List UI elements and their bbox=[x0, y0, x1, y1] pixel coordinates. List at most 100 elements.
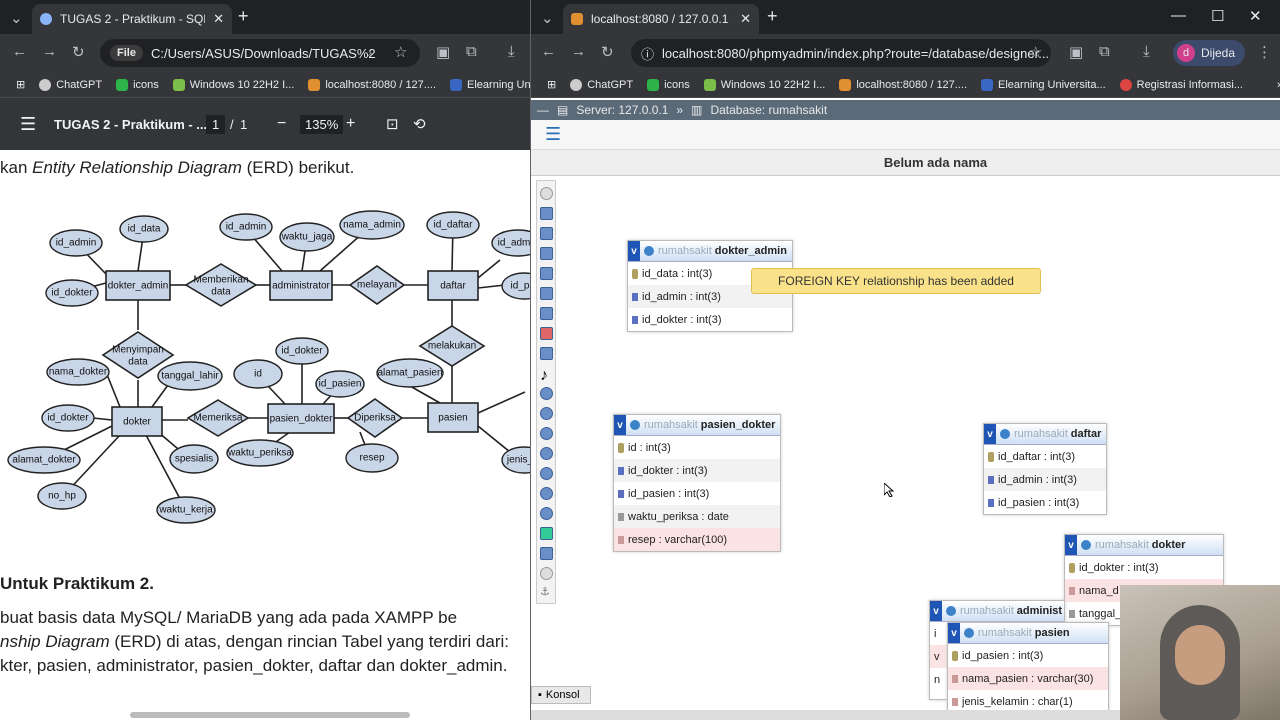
hamburger-menu-icon[interactable]: ☰ bbox=[545, 124, 562, 144]
toggle-icon[interactable]: v bbox=[984, 424, 996, 444]
new-tab-icon[interactable]: + bbox=[238, 6, 249, 26]
address-bar[interactable]: ⓘ localhost:8080/phpmyadmin/index.php?ro… bbox=[631, 39, 1051, 67]
save-icon[interactable] bbox=[540, 287, 553, 300]
table-row[interactable]: id_daftar : int(3) bbox=[984, 445, 1106, 468]
apps-icon[interactable]: ⊞ bbox=[547, 79, 557, 91]
breadcrumb-server[interactable]: Server: 127.0.0.1 bbox=[576, 103, 669, 117]
table-row[interactable]: id : int(3) bbox=[614, 436, 780, 459]
eye-icon[interactable] bbox=[630, 420, 640, 430]
kebab-menu-icon[interactable]: ⋮ bbox=[1257, 44, 1272, 61]
save-as-icon[interactable] bbox=[540, 307, 553, 320]
add-table-icon[interactable] bbox=[540, 227, 553, 240]
address-bar[interactable]: File C:/Users/ASUS/Downloads/TUGAS%2 bbox=[100, 39, 420, 67]
tab-search-icon[interactable]: ⌄ bbox=[10, 10, 23, 27]
collapse-icon[interactable]: — bbox=[537, 103, 549, 117]
maximize-icon[interactable]: ☐ bbox=[1211, 8, 1225, 25]
tab-phpmyadmin[interactable]: localhost:8080 / 127.0.0.1 / rum ✕ bbox=[563, 4, 759, 34]
table-row[interactable]: tanggal_ bbox=[1065, 602, 1223, 625]
eye-icon[interactable] bbox=[1000, 429, 1010, 439]
close-icon[interactable]: ✕ bbox=[740, 11, 751, 26]
pin-icon[interactable]: ⚓ bbox=[540, 586, 550, 598]
reload-icon[interactable]: ↻ bbox=[72, 44, 85, 61]
eye-icon[interactable] bbox=[964, 628, 974, 638]
forward-icon[interactable]: → bbox=[571, 43, 586, 60]
toggle-small-big-icon[interactable] bbox=[540, 487, 553, 500]
delete-page-icon[interactable] bbox=[540, 327, 553, 340]
zoom-in-icon[interactable]: + bbox=[346, 115, 356, 132]
table-row[interactable]: id_pasien : int(3) bbox=[984, 491, 1106, 514]
table-row[interactable]: i bbox=[934, 627, 937, 640]
extensions-icon[interactable]: ⧉ bbox=[1099, 43, 1110, 60]
rotate-icon[interactable]: ⟲ bbox=[413, 116, 426, 133]
window-close-icon[interactable]: ✕ bbox=[1249, 8, 1262, 25]
table-row[interactable]: id_dokter : int(3) bbox=[614, 459, 780, 482]
bookmark-windows[interactable]: Windows 10 22H2 I... bbox=[703, 78, 825, 91]
eye-icon[interactable] bbox=[1081, 540, 1091, 550]
eye-icon[interactable] bbox=[946, 606, 956, 616]
picture-in-picture-icon[interactable]: ▣ bbox=[1069, 44, 1084, 61]
toggle-icon[interactable]: v bbox=[948, 623, 960, 643]
bookmark-localhost[interactable]: localhost:8080 / 127.... bbox=[308, 78, 436, 91]
minimize-icon[interactable]: — bbox=[1171, 7, 1186, 24]
bookmark-icons[interactable]: icons bbox=[647, 78, 690, 91]
toggle-icon[interactable]: v bbox=[628, 241, 640, 261]
bookmark-chatgpt[interactable]: ChatGPT bbox=[39, 78, 102, 91]
toggle-relation-lines-icon[interactable] bbox=[540, 507, 553, 520]
table-row[interactable]: id_dokter : int(3) bbox=[1065, 556, 1223, 579]
new-page-icon[interactable] bbox=[540, 247, 553, 260]
page-number-input[interactable]: 1 bbox=[206, 114, 226, 134]
table-row[interactable]: id_admin : int(3) bbox=[984, 468, 1106, 491]
console-toggle[interactable]: ▪ Konsol bbox=[531, 686, 591, 704]
site-info-icon[interactable]: ⓘ bbox=[641, 46, 655, 62]
tab-pdf[interactable]: TUGAS 2 - Praktikum - SQL dan ✕ bbox=[32, 4, 232, 34]
fit-page-icon[interactable]: ⊡ bbox=[386, 116, 399, 133]
horizontal-scrollbar[interactable] bbox=[130, 712, 410, 718]
table-row[interactable]: id_pasien : int(3) bbox=[948, 644, 1108, 667]
extensions-icon[interactable]: ⧉ bbox=[466, 43, 477, 60]
download-icon[interactable]: ⤓ bbox=[1143, 43, 1150, 60]
star-icon[interactable]: ☆ bbox=[394, 44, 408, 61]
menu-icon[interactable]: ☰ bbox=[20, 113, 37, 134]
toggle-icon[interactable]: v bbox=[614, 415, 626, 435]
download-icon[interactable]: ⤓ bbox=[508, 43, 515, 60]
horizontal-scrollbar[interactable] bbox=[531, 710, 1280, 720]
toggle-icon[interactable]: v bbox=[1065, 535, 1077, 555]
bookmark-elearning[interactable]: Elearning Univers bbox=[450, 78, 530, 91]
snap-to-grid-icon[interactable] bbox=[540, 447, 553, 460]
zoom-out-icon[interactable]: − bbox=[277, 115, 287, 132]
build-query-icon[interactable] bbox=[540, 547, 553, 560]
eye-icon[interactable] bbox=[644, 246, 654, 256]
help-icon[interactable] bbox=[540, 407, 553, 420]
more-bookmarks-icon[interactable]: » bbox=[1277, 79, 1280, 91]
zoom-level[interactable]: 135% bbox=[300, 114, 344, 134]
table-row[interactable]: id_data : int(3) bbox=[628, 262, 792, 285]
bookmark-chatgpt[interactable]: ChatGPT bbox=[570, 78, 633, 91]
show-all-icon[interactable] bbox=[540, 187, 553, 200]
back-icon[interactable]: ← bbox=[12, 43, 27, 60]
tab-search-icon[interactable]: ⌄ bbox=[541, 10, 554, 27]
apps-icon[interactable]: ⊞ bbox=[16, 79, 26, 91]
new-tab-icon[interactable]: + bbox=[767, 6, 778, 26]
table-row[interactable]: id_pasien : int(3) bbox=[614, 482, 780, 505]
forward-icon[interactable]: → bbox=[42, 43, 57, 60]
table-row[interactable]: n bbox=[934, 673, 941, 686]
open-page-icon[interactable] bbox=[540, 267, 553, 280]
bookmark-windows[interactable]: Windows 10 22H2 I... bbox=[172, 78, 294, 91]
small-big-icon[interactable] bbox=[540, 467, 553, 480]
table-row[interactable]: nama_pasien : varchar(30) bbox=[948, 667, 1108, 690]
zoom-icon[interactable]: ⌕ bbox=[368, 43, 377, 60]
bookmark-registrasi[interactable]: Registrasi Informasi... bbox=[1119, 78, 1243, 91]
move-menu-icon[interactable] bbox=[540, 567, 553, 580]
table-row[interactable]: waktu_periksa : date bbox=[614, 505, 780, 528]
star-icon[interactable]: ☆ bbox=[1029, 44, 1043, 61]
export-schema-icon[interactable] bbox=[540, 527, 553, 540]
edit-icon[interactable] bbox=[540, 347, 553, 360]
